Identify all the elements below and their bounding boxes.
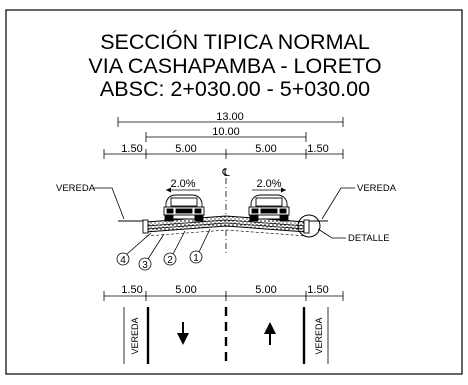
layer-number-1: 1 bbox=[193, 253, 199, 264]
layer-callouts bbox=[116, 228, 211, 271]
plan-label-vereda-right: VEREDA bbox=[314, 317, 324, 354]
layer-number-3: 3 bbox=[142, 260, 148, 271]
centerline-symbol: ℄ bbox=[221, 167, 229, 179]
label-detalle: DETALLE bbox=[348, 233, 390, 244]
car-left-icon bbox=[163, 194, 205, 222]
arrow-up-icon bbox=[264, 322, 276, 345]
layer-number-2: 2 bbox=[167, 255, 173, 266]
label-vereda-left: VEREDA bbox=[56, 183, 96, 194]
plan-view bbox=[123, 307, 329, 364]
arrow-down-icon bbox=[177, 322, 189, 345]
plan-dim-lane-left: 5.00 bbox=[175, 284, 196, 296]
drawing-border bbox=[5, 9, 463, 375]
leader-detalle bbox=[317, 228, 346, 239]
dim-sidewalk-right: 1.50 bbox=[307, 143, 328, 155]
plan-label-vereda-left: VEREDA bbox=[130, 317, 140, 354]
leader-vereda-left bbox=[94, 187, 125, 220]
road-profile bbox=[118, 215, 328, 237]
car-right-icon bbox=[248, 194, 290, 222]
plan-dim-sidewalk-right: 1.50 bbox=[307, 284, 328, 296]
leader-vereda-right bbox=[321, 187, 355, 220]
dim-carriageway-width: 10.00 bbox=[212, 126, 240, 138]
title-line-2: VIA CASHAPAMBA - LORETO bbox=[88, 54, 381, 78]
dim-lane-right: 5.00 bbox=[255, 143, 276, 155]
dim-sidewalk-left: 1.50 bbox=[121, 143, 142, 155]
slope-left-label: 2.0% bbox=[170, 178, 195, 190]
curb-left bbox=[142, 219, 149, 234]
layer-number-4: 4 bbox=[120, 255, 126, 266]
detail-circle bbox=[297, 214, 321, 238]
plan-dim-sidewalk-left: 1.50 bbox=[121, 284, 142, 296]
dimension-lines-plan bbox=[103, 291, 344, 301]
slope-right-label: 2.0% bbox=[256, 178, 281, 190]
curb-right bbox=[303, 219, 310, 234]
dimension-lines-top bbox=[103, 117, 344, 159]
title-line-1: SECCIÓN TIPICA NORMAL bbox=[100, 29, 370, 54]
plan-dim-lane-right: 5.00 bbox=[255, 284, 276, 296]
dim-lane-left: 5.00 bbox=[175, 143, 196, 155]
dim-total-width: 13.00 bbox=[216, 111, 244, 123]
label-vereda-right: VEREDA bbox=[357, 183, 397, 194]
title-line-3: ABSC: 2+030.00 - 5+030.00 bbox=[100, 77, 370, 101]
